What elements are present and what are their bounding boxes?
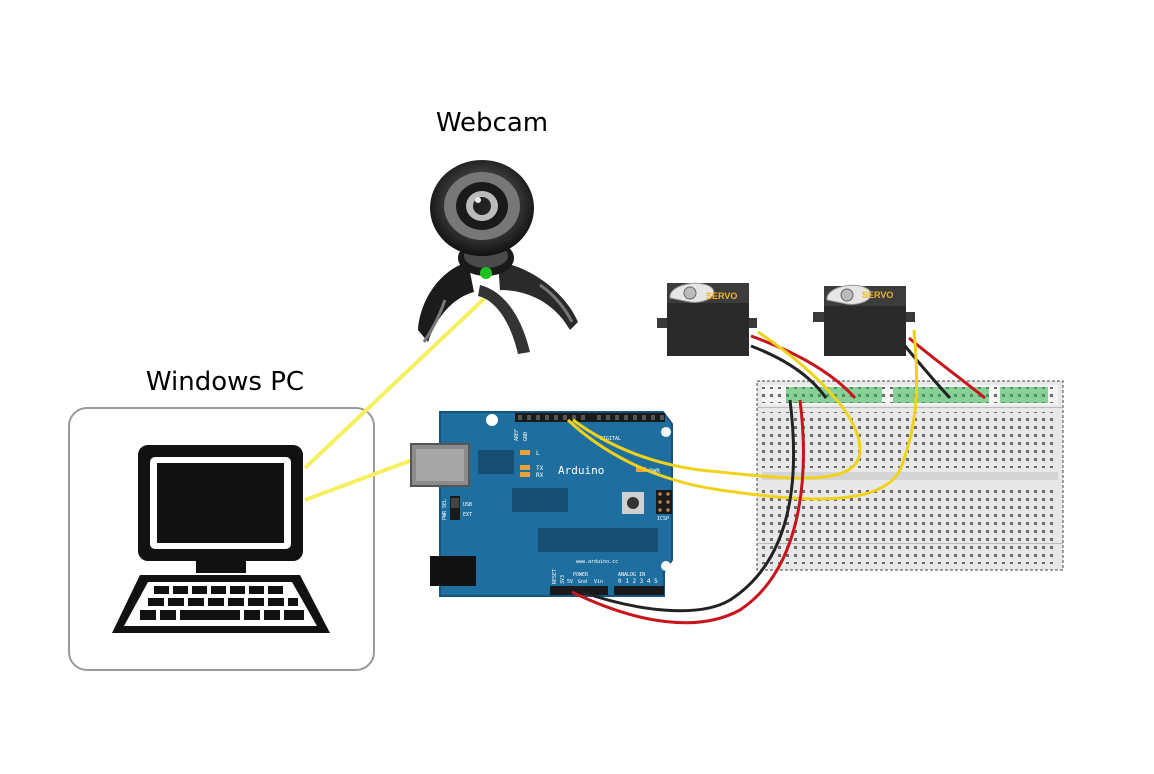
rx-label: RX	[536, 472, 544, 479]
3v3-label: 3V3	[560, 575, 566, 584]
pwr-label: PWR	[649, 468, 660, 475]
webcam-led	[480, 267, 492, 279]
pc-label: Windows PC	[146, 367, 304, 397]
desktop-computer-icon	[112, 445, 330, 633]
servo-label: SERVO	[862, 290, 893, 300]
analog-label: ANALOG IN	[618, 572, 645, 578]
arduino-usb-cable	[304, 457, 416, 502]
l-label: L	[536, 450, 540, 457]
arduino-board: Arduino www.arduino.cc DIGITAL POWER ANA…	[410, 411, 673, 597]
arduino-power-jack	[430, 556, 476, 586]
arduino-url: www.arduino.cc	[576, 559, 618, 565]
vin-label: Vin	[594, 579, 603, 585]
gnd-label: GND	[523, 432, 529, 441]
digital-header	[515, 413, 665, 422]
webcam-label: Webcam	[436, 108, 548, 138]
breadboard-icon	[756, 380, 1064, 571]
servo-motor-left: SERVO	[657, 282, 757, 356]
arduino-brand: Arduino	[558, 464, 604, 477]
reset-label: RESET	[552, 569, 558, 584]
webcam-usb-cable	[303, 294, 489, 470]
power-wires	[571, 399, 805, 625]
gnd2-label: Gnd	[578, 579, 587, 585]
signal-wires	[566, 329, 919, 501]
usb-label: USB	[463, 502, 472, 508]
pwr-sel-label: PWR SEL	[442, 499, 448, 520]
usb-cables	[303, 294, 489, 502]
digital-label: DIGITAL	[600, 436, 621, 442]
power-header	[550, 586, 608, 595]
icsp-label: ICSP	[657, 516, 669, 522]
pc-box	[68, 407, 375, 671]
analog-pins-label: 0 1 2 3 4 5	[618, 578, 658, 585]
analog-header	[614, 586, 664, 595]
icsp-header	[656, 490, 672, 514]
ext-label: EXT	[463, 512, 472, 518]
tx-label: TX	[536, 465, 544, 472]
servo-label: SERVO	[706, 291, 737, 301]
5v-label: 5V	[567, 579, 573, 585]
aref-label: AREF	[514, 429, 520, 441]
webcam-icon	[418, 160, 578, 354]
servo-motor-right: SERVO	[813, 284, 915, 356]
power-label: POWER	[573, 572, 589, 578]
